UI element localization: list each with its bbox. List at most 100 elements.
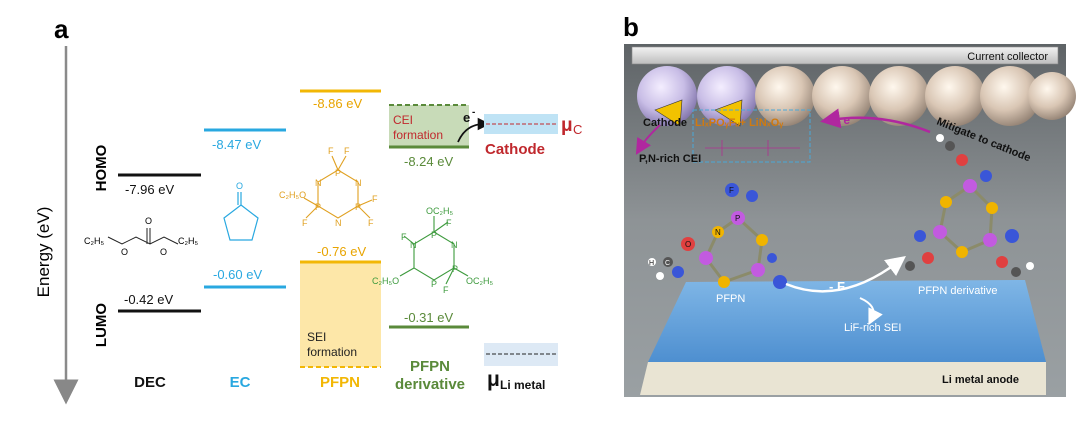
- li-metal-potential-band: [484, 343, 558, 366]
- pfpn-derivative-lumo-value: -0.31 eV: [404, 310, 453, 325]
- dec-ethyl-left: C₂H₅: [84, 236, 104, 246]
- pfpn-levels: -8.86 eV -0.76 eV SEI formation PFPN: [300, 89, 381, 391]
- dec-name: DEC: [134, 374, 166, 391]
- mu-li-subscript: Li metal: [500, 378, 545, 392]
- lif-sei-arrow: [859, 297, 883, 326]
- ec-lumo-value: -0.60 eV: [213, 267, 262, 282]
- pfpn-f3: F: [368, 218, 374, 228]
- defluorination-arrow: [785, 255, 906, 293]
- cathode-label: Cathode: [485, 141, 545, 158]
- pfpn-p3: P: [315, 202, 321, 212]
- dec-structure: [107, 228, 179, 245]
- electron-to-cathode-arrow: [820, 108, 931, 134]
- pfpn-derivative-structure: [399, 216, 469, 285]
- dec-lumo-value: -0.42 eV: [124, 292, 173, 307]
- pfpn-derivative-levels: CEI formation -8.24 eV -0.31 eV PFPN der…: [389, 104, 469, 393]
- anode-top-surface: [648, 280, 1046, 362]
- der-p2: P: [431, 279, 437, 289]
- sei-formation-region: [300, 262, 381, 367]
- pfpn-atom-p: P: [735, 214, 740, 223]
- pfpn-derivative-molecule: [892, 134, 1034, 277]
- lif-sei-label: LiF-rich SEI: [844, 322, 901, 334]
- der-right-ethoxy: OC₂H₅: [466, 276, 493, 286]
- pfpn-p2: P: [355, 202, 361, 212]
- pfpn-molecule-label: PFPN: [716, 293, 745, 305]
- electron-loss-label: - e: [836, 113, 850, 127]
- current-collector-label: Current collector: [967, 51, 1048, 63]
- mu-li-symbol: μ: [487, 368, 500, 391]
- pn-rich-cei-label: P,N-rich CEI: [639, 153, 701, 165]
- electron-charge: -: [472, 107, 475, 118]
- lumo-label: LUMO: [93, 303, 110, 347]
- dec-ethyl-right: C₂H₅: [178, 236, 198, 246]
- ec-levels: -8.47 eV -0.60 eV EC: [204, 128, 286, 391]
- dec-ester-o-left: O: [121, 247, 128, 257]
- homo-label: HOMO: [93, 144, 110, 191]
- pfpn-derivative-name-line2: derivative: [395, 376, 465, 393]
- current-collector: [631, 46, 1059, 65]
- pfpn-lumo-value: -0.76 eV: [317, 244, 366, 259]
- energy-axis-label: Energy (eV): [34, 207, 53, 298]
- ec-carbonyl-o: O: [236, 181, 243, 191]
- pfpn-atom-c: C: [665, 260, 670, 267]
- ec-homo-value: -8.47 eV: [212, 137, 261, 152]
- pfpn-f4: F: [372, 194, 378, 204]
- cei-polymer-sketch: [705, 140, 800, 156]
- der-p3: P: [452, 264, 458, 274]
- electron-transfer-arrow: [457, 117, 491, 143]
- pfpn-n2: N: [355, 178, 362, 188]
- cei-label-line2: formation: [393, 128, 443, 142]
- pfpn-derivative-name: PFPN: [410, 358, 450, 375]
- pfpn-name: PFPN: [320, 374, 360, 391]
- defluorination-label: - F: [829, 279, 845, 294]
- pfpn-homo-value: -8.86 eV: [313, 96, 362, 111]
- mu-c-symbol: μ: [561, 115, 573, 136]
- ec-name: EC: [230, 374, 251, 391]
- cathode-potential-band: [484, 114, 558, 134]
- pfpn-f5: F: [302, 218, 308, 228]
- dec-levels: -7.96 eV -0.42 eV DEC: [118, 173, 201, 391]
- pfpn-f1: F: [328, 146, 334, 156]
- cathode-tag: Cathode: [643, 117, 687, 129]
- pfpn-derivative-homo-value: -8.24 eV: [404, 154, 453, 169]
- pfpn-atom-o: O: [685, 240, 691, 249]
- pfpn-n1: N: [315, 178, 322, 188]
- der-f1: F: [446, 218, 452, 228]
- pfpn-p1: P: [335, 168, 341, 178]
- panel-a-label: a: [54, 14, 69, 44]
- cei-product-formula: LiₓPOᵧFᵤ+ LiNₓOᵧ: [695, 117, 784, 129]
- cei-product-box: [692, 109, 811, 163]
- pfpn-f2: F: [344, 146, 350, 156]
- panel-a: a Energy (eV) HOMO LUMO -7.96 eV -0.42 e…: [34, 14, 582, 405]
- mu-c-subscript: C: [573, 122, 582, 137]
- pfpn-structure: [303, 155, 373, 219]
- electron-label: e: [463, 110, 470, 125]
- pfpn-ethoxy: C₂H₅O: [279, 190, 306, 200]
- panel-b: b Current collector Cathode LiₓPOᵧFᵤ+ Li…: [623, 12, 1076, 397]
- cei-formation-region: [389, 105, 469, 147]
- panel-b-label: b: [623, 12, 639, 42]
- pfpn-molecule: P N F O H C: [648, 183, 787, 289]
- der-left-ethoxy: C₂H₅O: [372, 276, 399, 286]
- anode-label: Li metal anode: [942, 374, 1019, 386]
- pfpn-atom-h: H: [649, 260, 654, 267]
- dec-carbonyl-o: O: [145, 216, 152, 226]
- pfpn-n3: N: [335, 218, 342, 228]
- cei-arrow: [635, 124, 661, 155]
- ec-structure: [223, 192, 259, 241]
- anode-side: [640, 362, 1046, 395]
- der-p1: P: [431, 230, 437, 240]
- der-f3: F: [443, 285, 449, 295]
- sei-label-line2: formation: [307, 345, 357, 359]
- dec-homo-value: -7.96 eV: [125, 182, 174, 197]
- der-n2: N: [451, 240, 458, 250]
- der-n1: N: [410, 240, 417, 250]
- pfpn-atom-f: F: [729, 186, 734, 195]
- pfpn-atom-n: N: [715, 228, 721, 237]
- der-top-ethoxy: OC₂H₅: [426, 206, 453, 216]
- cei-label-line1: CEI: [393, 113, 413, 127]
- cathode-particles: [637, 66, 1076, 127]
- sei-label-line1: SEI: [307, 330, 326, 344]
- pfpn-derivative-label: PFPN derivative: [918, 285, 997, 297]
